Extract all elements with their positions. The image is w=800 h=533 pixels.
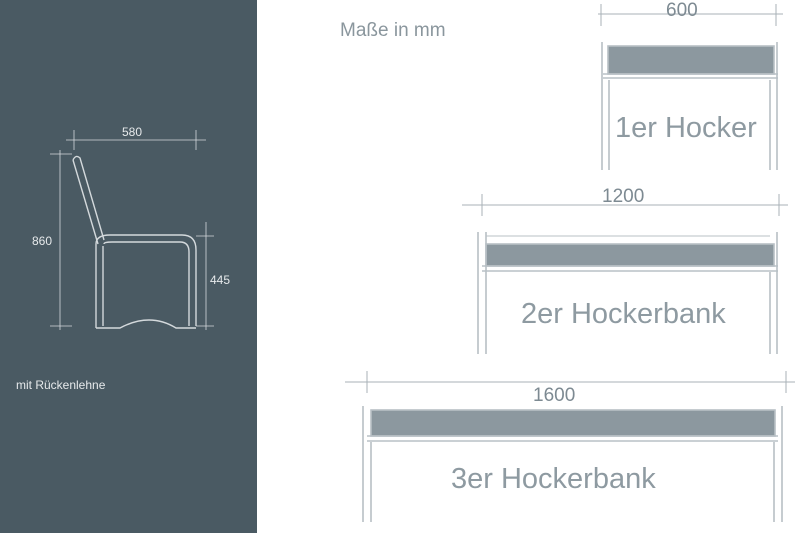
seat-height-label: 445 xyxy=(210,273,231,287)
bench-3-name: 3er Hockerbank xyxy=(451,463,656,495)
units-label: Maße in mm xyxy=(340,20,446,41)
side-view-drawing xyxy=(50,130,214,330)
bench-3-drawing xyxy=(345,371,795,522)
side-height-label: 860 xyxy=(32,234,53,248)
bench-1-drawing xyxy=(598,4,783,170)
bench-2-width-label: 1200 xyxy=(602,186,645,207)
side-view-panel xyxy=(0,0,257,533)
backrest-caption: mit Rückenlehne xyxy=(16,378,106,392)
bench-2-drawing xyxy=(462,194,788,354)
bench-1-name: 1er Hocker xyxy=(615,112,757,144)
bench-2-name: 2er Hockerbank xyxy=(521,298,726,330)
side-width-label: 580 xyxy=(122,125,143,139)
bench-3-width-label: 1600 xyxy=(533,385,576,406)
bench-1-width-label: 600 xyxy=(666,0,698,21)
